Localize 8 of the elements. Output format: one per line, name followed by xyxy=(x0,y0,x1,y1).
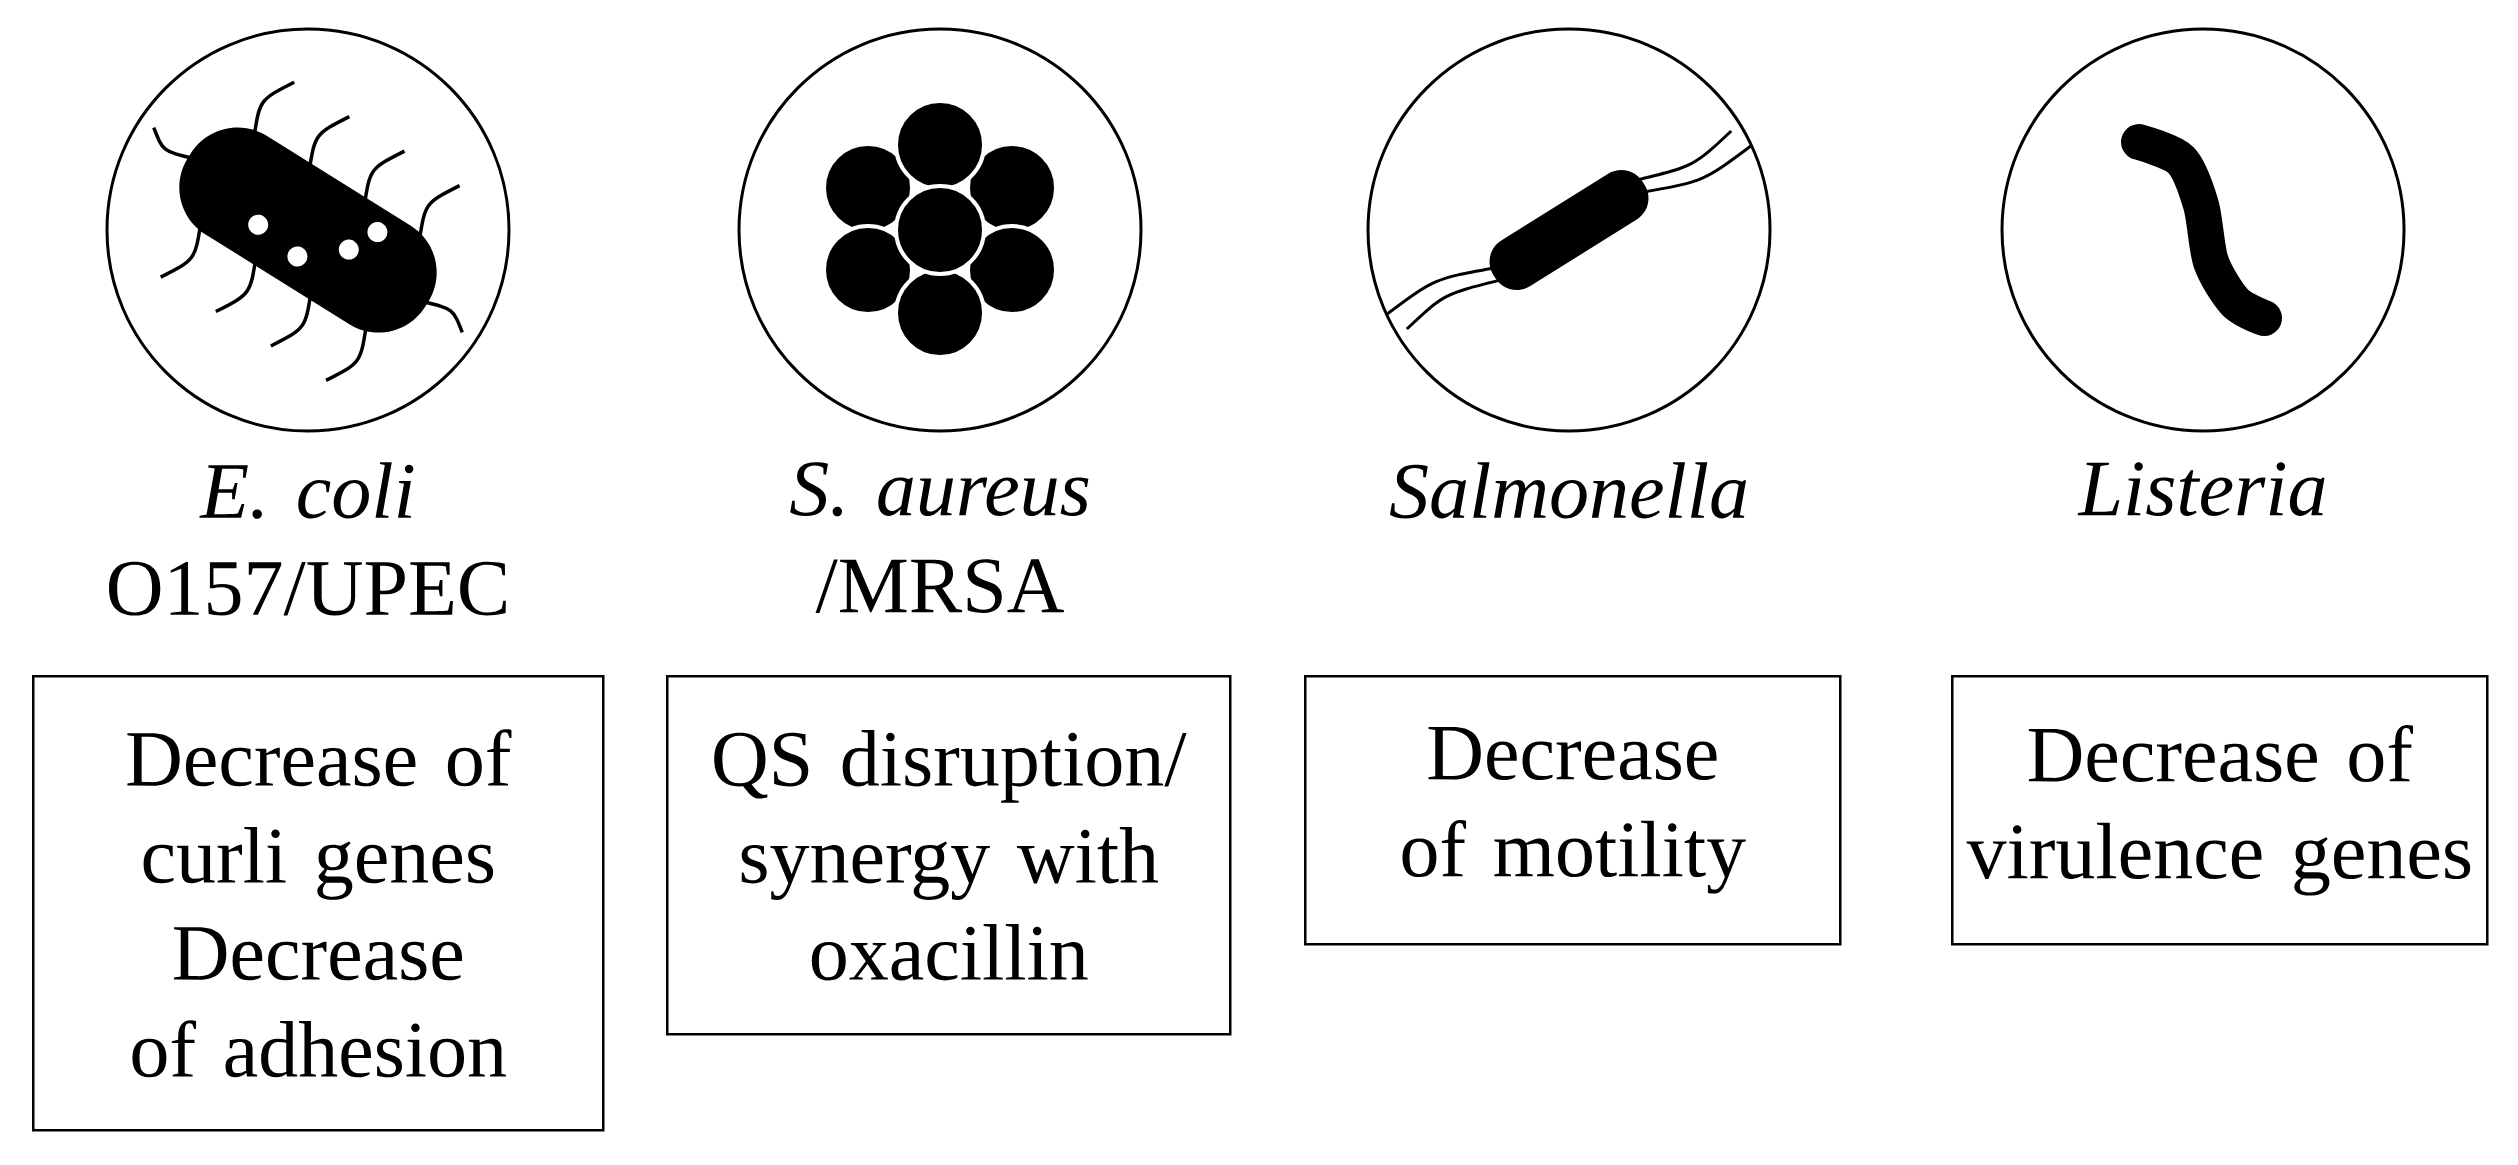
text-box: QS disruption/ synergy with oxacillin xyxy=(666,675,1232,1036)
text-box: Decrease of virulence genes xyxy=(1951,675,2489,946)
species-label: E. coli O157/UPEC xyxy=(109,462,506,616)
species-label: Listeria xyxy=(2077,462,2325,516)
text-box: Decrease of motility xyxy=(1304,675,1842,946)
text-box: Decrease of curli genes Decrease of adhesion xyxy=(32,675,605,1132)
species-label: S. aureus /MRSA xyxy=(790,462,1089,613)
species-label: Salmonella xyxy=(1390,462,1747,519)
